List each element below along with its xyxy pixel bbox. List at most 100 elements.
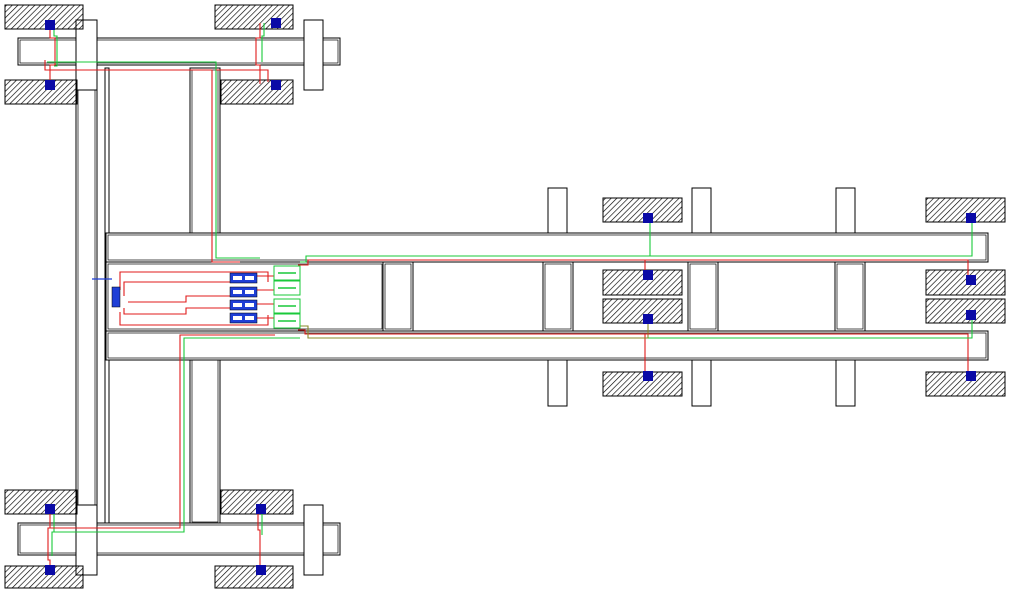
wheel-sensor-10: [643, 270, 653, 280]
tires-group: [4, 4, 1006, 589]
wire-ecu-a: [119, 271, 269, 290]
wheel-sensors-group: [45, 18, 976, 575]
tire-14: [602, 371, 683, 397]
wire-front-top-trunk-green: [47, 61, 260, 259]
tire-11: [925, 269, 1006, 296]
tire-12: [602, 298, 683, 324]
wire-front-bottom-trunk-green: [52, 337, 300, 533]
cross-member-3-inner: [836, 263, 864, 330]
wheel-sensor-14: [643, 371, 653, 381]
wire-trailer-top-red: [298, 259, 646, 276]
axle-stub-bottom-1: [691, 359, 712, 407]
valve-module-0: [229, 272, 258, 284]
valve-module-1: [229, 286, 258, 298]
tire-15: [925, 371, 1006, 397]
wheel-sensor-8: [643, 213, 653, 223]
lower-long-beam-inner: [107, 332, 987, 359]
cross-member-0-inner: [384, 263, 412, 330]
wire-front-bottom-right-red: [257, 510, 261, 572]
front-top-axle-inner: [19, 39, 339, 64]
bottom-right-hub: [303, 504, 324, 576]
wheel-sensor-7: [256, 565, 266, 575]
wheel-sensor-6: [45, 565, 55, 575]
cross-member-1: [542, 261, 574, 332]
wire-trailer-top-green-ext: [650, 222, 973, 257]
tire-8: [602, 197, 683, 223]
control-modules-group: [92, 265, 301, 329]
wheel-sensor-2: [45, 80, 55, 90]
valve-module-2: [229, 299, 258, 311]
wheel-sensor-4: [45, 504, 55, 514]
wire-front-top-left-red: [49, 25, 56, 84]
valve-module-port2-2: [245, 303, 254, 307]
wheel-sensor-12: [643, 314, 653, 324]
wheel-sensor-1: [271, 18, 281, 28]
tire-6: [4, 565, 84, 589]
wheel-sensor-0: [45, 20, 55, 30]
wheel-sensor-9: [966, 213, 976, 223]
wire-front-top-right-drop: [216, 69, 269, 82]
top-right-hub: [303, 19, 324, 91]
cross-member-2-inner: [689, 263, 717, 330]
wheel-sensor-3: [271, 80, 281, 90]
cross-member-3: [834, 261, 866, 332]
tire-9: [925, 197, 1006, 223]
wheel-sensor-13: [966, 310, 976, 320]
valve-module-3: [229, 312, 258, 324]
axle-stub-top-2: [835, 187, 856, 234]
wiring-group: [44, 23, 973, 572]
wheel-sensor-11: [966, 275, 976, 285]
wheel-sensor-5: [256, 504, 266, 514]
left-rail: [75, 19, 98, 576]
tire-13: [925, 298, 1006, 324]
cross-member-0: [382, 261, 414, 332]
cross-member-2: [687, 261, 719, 332]
axle-stub-bottom-0: [547, 359, 568, 407]
valve-module-port2-3: [245, 316, 254, 320]
tire-10: [602, 269, 683, 296]
valve-module-port-2: [233, 303, 242, 307]
bottom-left-hub: [75, 504, 98, 576]
wire-front-top-trunk-red: [44, 60, 240, 263]
tire-1: [214, 4, 294, 30]
ecu-connector: [111, 286, 121, 308]
wheel-sensor-15: [966, 371, 976, 381]
wire-trailer-bottom-olive: [300, 318, 649, 339]
chassis-frame: [17, 19, 989, 576]
wire-trailer-bottom-red: [298, 329, 646, 380]
front-bottom-axle-inner: [19, 524, 339, 554]
wire-front-top-right-green: [261, 23, 265, 62]
axle-stub-bottom-2: [835, 359, 856, 407]
front-top-axle: [17, 37, 341, 66]
axle-stub-top-0: [547, 187, 568, 234]
tire-4: [4, 489, 78, 515]
wire-trailer-bottom-red-ext: [645, 333, 969, 380]
tire-3: [220, 79, 294, 105]
wire-trailer-top-red-ext: [645, 259, 969, 276]
wire-ecu-c: [128, 295, 230, 303]
upper-long-beam: [105, 232, 989, 263]
lower-long-beam: [105, 330, 989, 361]
valve-module-port2-1: [245, 290, 254, 294]
valve-module-port-1: [233, 290, 242, 294]
wire-trailer-bottom-green-ext: [648, 318, 973, 339]
axle-stub-top-1: [691, 187, 712, 234]
wire-ecu-d: [123, 307, 230, 315]
wire-front-bottom-trunk-red: [48, 334, 275, 529]
wire-front-top-right-red: [255, 23, 261, 84]
wire-front-top-left-green: [53, 25, 58, 67]
cross-member-1-inner: [544, 263, 572, 330]
valve-module-port-3: [233, 316, 242, 320]
wire-ecu-b: [123, 281, 230, 296]
valve-module-port-0: [233, 276, 242, 280]
wire-front-bottom-left-red: [47, 510, 51, 572]
tire-7: [214, 565, 294, 589]
tire-0: [4, 4, 84, 30]
valve-module-port2-0: [245, 276, 254, 280]
center-box-inner: [107, 263, 383, 330]
wire-ecu-e: [119, 312, 269, 326]
tire-2: [4, 79, 78, 105]
top-left-hub: [75, 19, 98, 91]
